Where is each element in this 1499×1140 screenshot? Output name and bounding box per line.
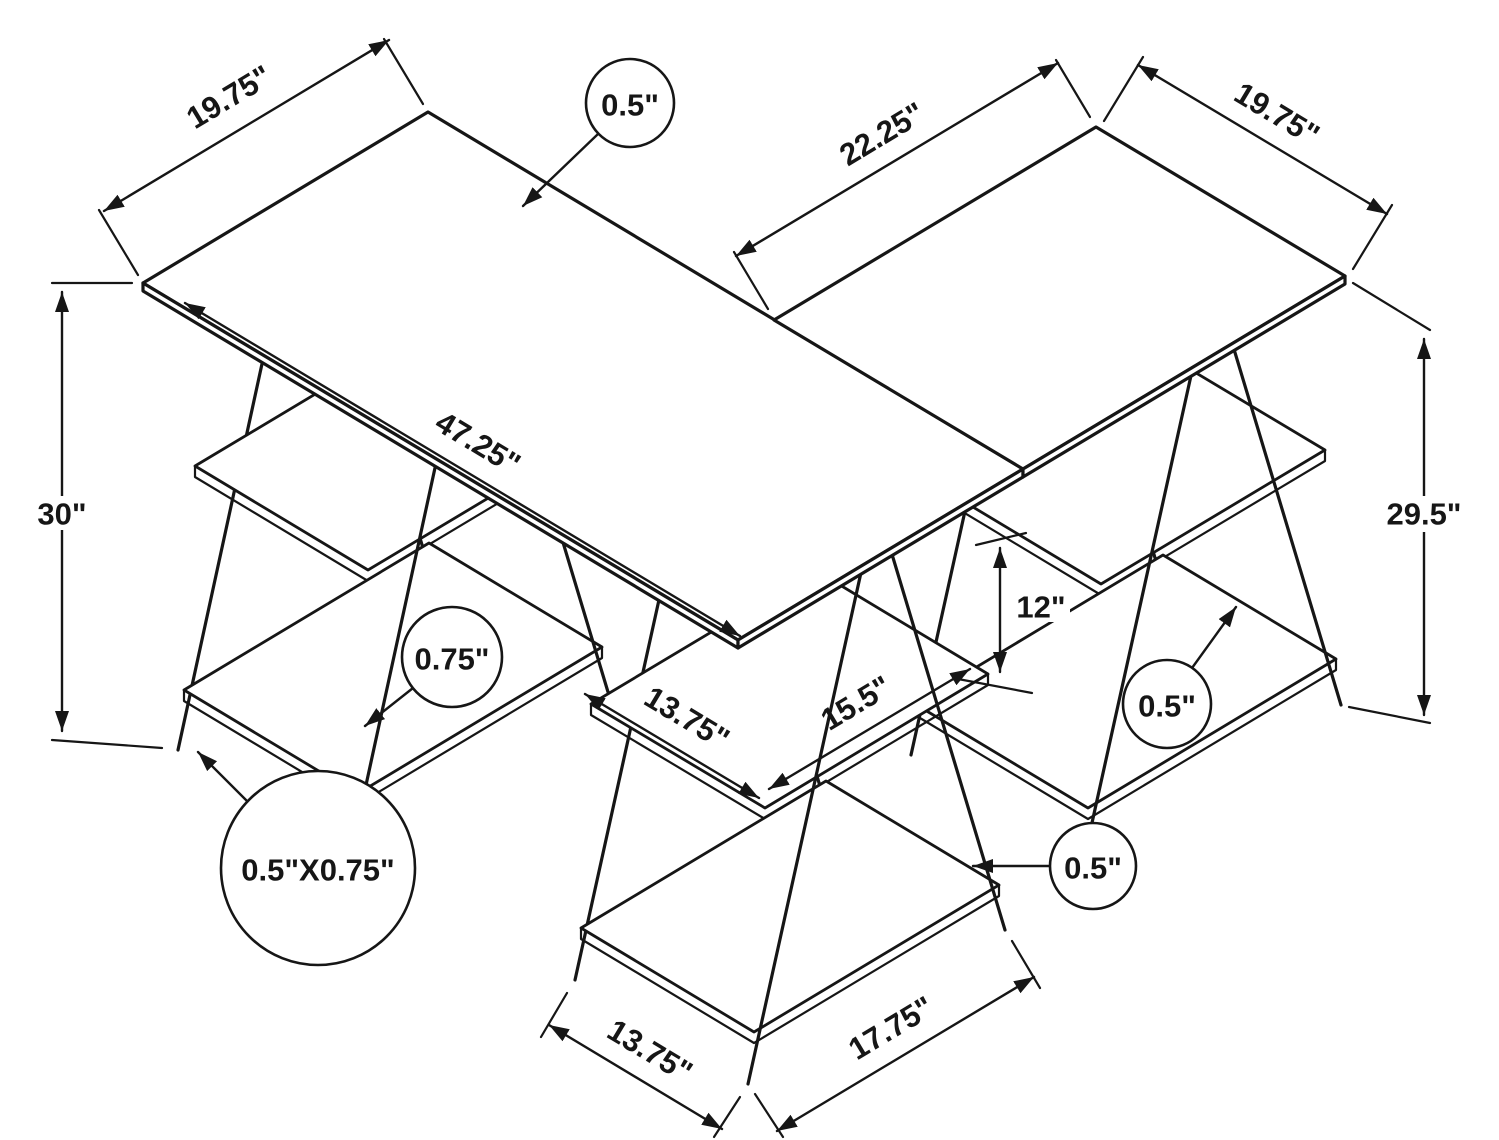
leader-line (521, 132, 600, 208)
dimension-label: 22.25" (833, 95, 930, 173)
extension-line (382, 37, 425, 106)
dim-foot-span-front: 13.75" (539, 991, 742, 1139)
dimension-label: 0.5" (601, 88, 659, 123)
shelf-thickness-edge (579, 885, 1001, 1045)
callout-circle (219, 769, 417, 967)
dim-overall-height: 30" (30, 281, 164, 750)
callout-circle (400, 605, 504, 709)
extension-line (1351, 203, 1394, 271)
callout-circle (584, 57, 676, 149)
dimension-label: 12" (1016, 590, 1065, 625)
label-background (30, 496, 94, 530)
dimension-label: 13.75" (601, 1012, 698, 1090)
extension-line (1347, 705, 1432, 725)
extension-line (712, 1095, 742, 1139)
label-background (1012, 590, 1070, 622)
pedestal-leg (746, 566, 864, 1086)
pedestal-leg (1082, 342, 1200, 861)
callout-circle (1121, 658, 1213, 750)
callout-bottom-shelf-thickness: 0.5" (971, 821, 1138, 911)
dimension-label: 0.5" (1064, 851, 1122, 886)
callout-tube-profile: 0.5"X0.75" (196, 750, 417, 967)
pedestal-bottom-shelf (182, 541, 604, 796)
leader-line (363, 686, 415, 728)
extension-line (956, 677, 1034, 695)
extension-line (1054, 58, 1092, 119)
callout-tube-width: 0.75" (363, 605, 504, 728)
pedestal-bottom-shelf (579, 779, 1001, 1034)
dimension-line (547, 1023, 724, 1131)
dimension-label: 19.75" (180, 58, 277, 136)
callout-circle (1048, 821, 1138, 911)
dimension-line (102, 38, 391, 213)
extension-line (1351, 281, 1432, 332)
dimension-line (583, 692, 761, 800)
dimension-line (1136, 63, 1389, 216)
dimension-label: 17.75" (842, 989, 939, 1067)
dimension-label: 19.75" (1228, 75, 1325, 153)
dimension-line (734, 61, 1060, 258)
callout-top-thickness: 0.5" (521, 57, 676, 208)
label-background (1380, 496, 1468, 532)
dimension-label: 30" (37, 497, 86, 532)
extension-line (1102, 55, 1145, 123)
callout-right-shelf-thickness: 0.5" (1121, 605, 1238, 750)
dimension-label: 29.5" (1386, 497, 1461, 532)
dimension-line (767, 667, 972, 791)
dimension-line (183, 301, 742, 638)
dimension-label: 0.5"X0.75" (241, 853, 395, 888)
desktop-right-side-edge (1021, 274, 1347, 479)
dim-right-height: 29.5" (1347, 281, 1468, 725)
extension-line (97, 208, 140, 277)
dimension-label: 0.75" (414, 642, 489, 677)
dimension-label: 0.5" (1138, 689, 1196, 724)
extension-line (974, 531, 1028, 547)
pedestal-leg (1225, 324, 1343, 707)
dim-desk-to-shelf: 12" (956, 531, 1070, 695)
dimension-line (775, 975, 1036, 1133)
extension-line (1010, 939, 1042, 990)
leader-line (1190, 605, 1238, 670)
extension-line (50, 738, 164, 750)
extension-line (732, 250, 770, 311)
leader-line (196, 750, 249, 803)
extension-line (539, 991, 569, 1039)
